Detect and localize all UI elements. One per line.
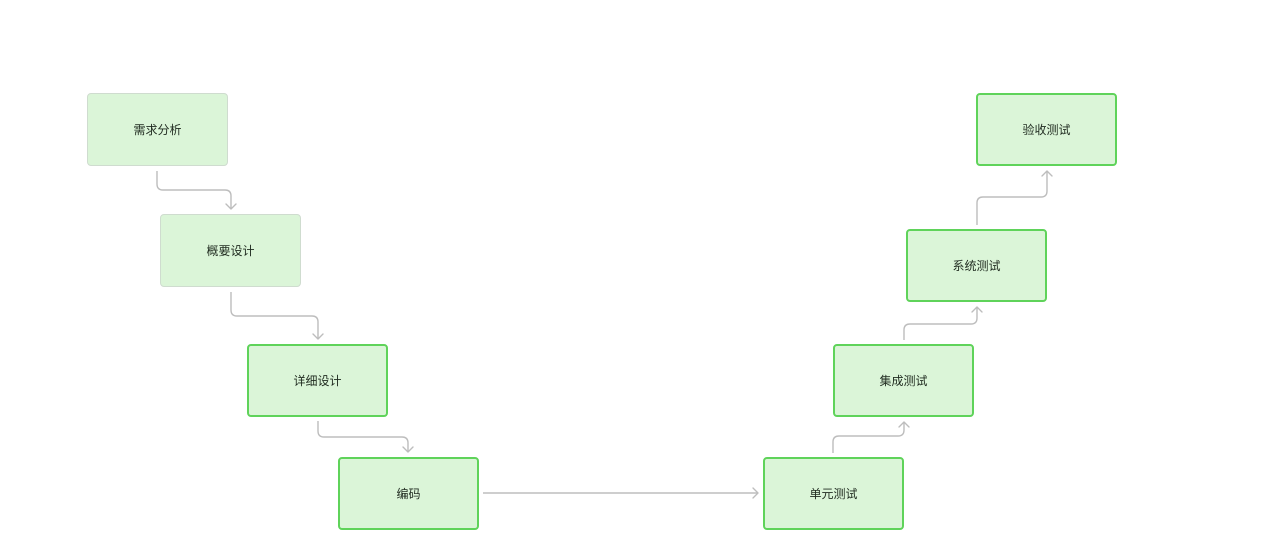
edge-outline-design-to-detailed-design: [230, 292, 324, 340]
node-outline-design[interactable]: 概要设计: [160, 214, 301, 287]
node-label: 验收测试: [1022, 123, 1071, 137]
edge-detailed-design-to-coding: [317, 421, 414, 453]
node-label: 概要设计: [206, 244, 255, 258]
edge-system-test-to-acceptance-test: [976, 170, 1053, 225]
node-integration-test[interactable]: 集成测试: [833, 344, 974, 417]
edge-requirements-to-outline-design: [156, 171, 237, 210]
node-label: 需求分析: [133, 123, 182, 137]
node-label: 详细设计: [293, 374, 342, 388]
node-system-test[interactable]: 系统测试: [906, 229, 1047, 302]
node-label: 集成测试: [879, 374, 928, 388]
node-label: 编码: [396, 487, 421, 501]
node-label: 单元测试: [809, 487, 858, 501]
node-coding[interactable]: 编码: [338, 457, 479, 530]
node-label: 系统测试: [952, 259, 1001, 273]
node-acceptance-test[interactable]: 验收测试: [976, 93, 1117, 166]
edge-unit-test-to-integration-test: [832, 421, 910, 453]
node-requirements-analysis[interactable]: 需求分析: [87, 93, 228, 166]
edge-coding-to-unit-test: [483, 487, 759, 499]
node-detailed-design[interactable]: 详细设计: [247, 344, 388, 417]
node-unit-test[interactable]: 单元测试: [763, 457, 904, 530]
edge-integration-test-to-system-test: [903, 306, 983, 340]
